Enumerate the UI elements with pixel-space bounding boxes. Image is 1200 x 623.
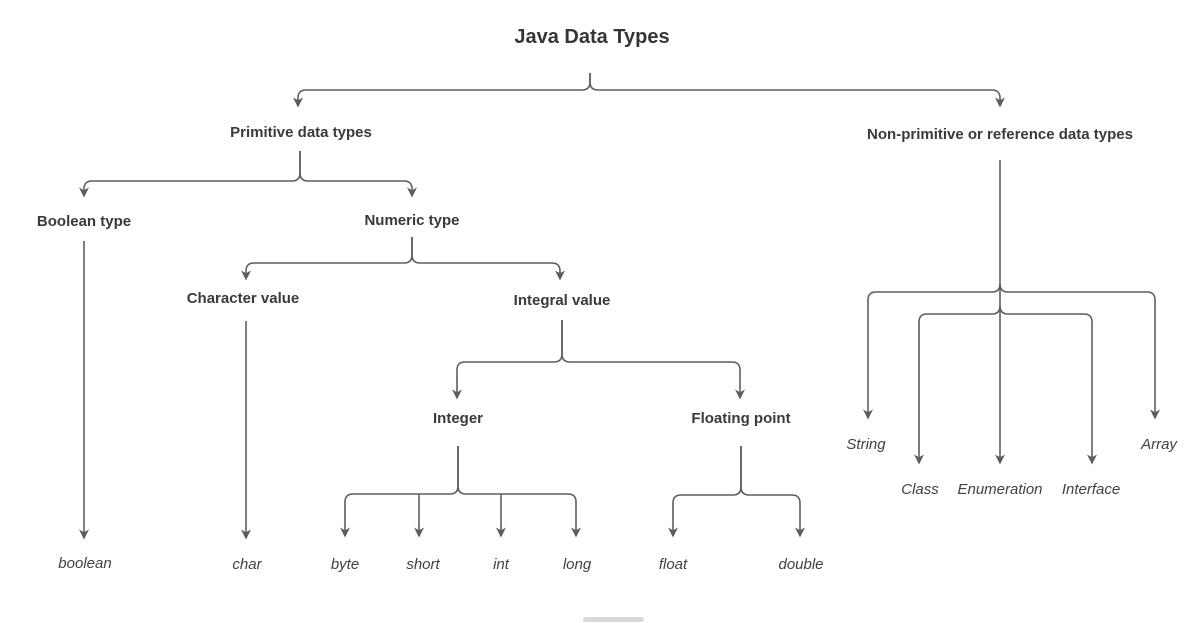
edge-group <box>79 73 1160 540</box>
node-integral-value: Integral value <box>513 292 611 309</box>
node-non-primitive-data-types: Non-primitive or reference data types <box>867 126 1133 143</box>
edge-nonprimitive-to-string <box>863 283 1001 420</box>
edge-root-to-primitive <box>293 73 591 108</box>
edge-integral-to-floating-point <box>561 320 745 400</box>
leaf-float: float <box>658 556 688 573</box>
leaf-byte: byte <box>330 556 360 573</box>
diagram-title: Java Data Types <box>514 26 670 48</box>
node-integer: Integer <box>432 410 484 427</box>
leaf-class: Class <box>901 481 939 498</box>
edge-nonprimitive-to-class <box>914 305 1001 465</box>
edge-primitive-to-numeric-type <box>299 151 417 198</box>
node-boolean-type: Boolean type <box>36 213 132 230</box>
edge-numeric-to-character-value <box>241 237 413 281</box>
node-primitive-data-types: Primitive data types <box>230 124 372 141</box>
edge-primitive-to-boolean-type <box>79 151 301 198</box>
edge-integer-to-long <box>457 446 581 538</box>
edge-integer-to-byte <box>340 446 459 538</box>
edge-nonprimitive-to-array <box>999 283 1160 420</box>
leaf-interface: Interface <box>1061 481 1121 498</box>
edge-nonprimitive-to-interface <box>999 305 1097 465</box>
edge-floating-to-double <box>740 446 805 538</box>
node-floating-point: Floating point <box>691 410 791 427</box>
leaf-double: double <box>778 556 824 573</box>
node-numeric-type: Numeric type <box>364 212 460 229</box>
leaf-long: long <box>562 556 592 573</box>
leaf-int: int <box>493 556 509 573</box>
edge-integral-to-integer <box>452 320 563 400</box>
leaf-string: String <box>846 436 886 453</box>
edge-numeric-to-integral-value <box>411 237 565 281</box>
edge-root-to-nonprimitive <box>589 73 1005 108</box>
horizontal-scrollbar-thumb[interactable] <box>583 617 644 622</box>
leaf-char: char <box>232 556 262 573</box>
leaf-boolean: boolean <box>58 555 112 572</box>
leaf-short: short <box>406 556 440 573</box>
leaf-array: Array <box>1141 436 1177 453</box>
node-character-value: Character value <box>186 290 300 307</box>
leaf-enumeration: Enumeration <box>957 481 1043 498</box>
edge-floating-to-float <box>668 446 742 538</box>
